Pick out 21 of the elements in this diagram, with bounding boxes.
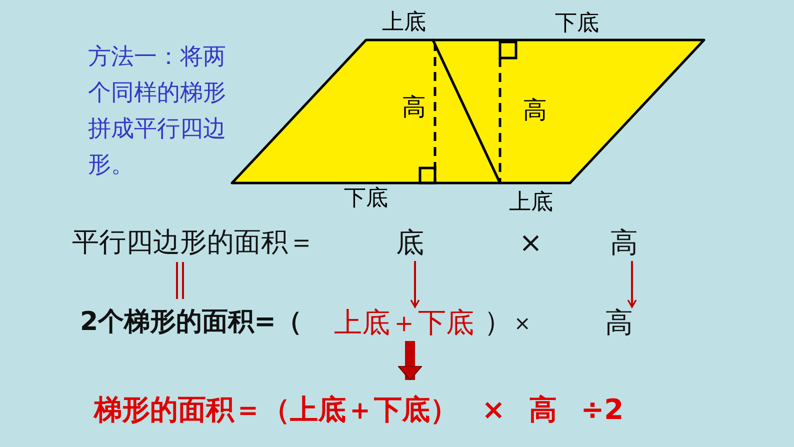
base-label: 下底 [344, 188, 388, 210]
height-label: 高 [523, 98, 547, 122]
block-arrow [398, 341, 422, 380]
formula-term: 高 [605, 309, 633, 337]
arrow [627, 261, 637, 308]
base-label: 下底 [555, 13, 599, 35]
formula-term: 底 [396, 229, 424, 257]
equals-sign-connector [176, 261, 184, 300]
formula-term: 高 [610, 229, 638, 257]
arrow [410, 261, 420, 308]
closing-parenthesis: ） [484, 308, 512, 336]
formula-text: 梯形的面积＝（上底＋下底） × 高 ÷2 [94, 396, 624, 424]
method-note: 方法一：将两个同样的梯形拼成平行四边形。 [88, 43, 227, 180]
formula-text: 平行四边形的面积＝ [72, 229, 315, 256]
height-label: 高 [402, 95, 426, 119]
formula-term: 上底＋下底 [334, 309, 474, 337]
base-label: 上底 [382, 12, 426, 34]
times-sign: × [519, 229, 542, 257]
times-sign: × [514, 313, 531, 333]
formula-text: 2个梯形的面积=（ [80, 309, 302, 335]
base-label: 上底 [509, 192, 553, 214]
